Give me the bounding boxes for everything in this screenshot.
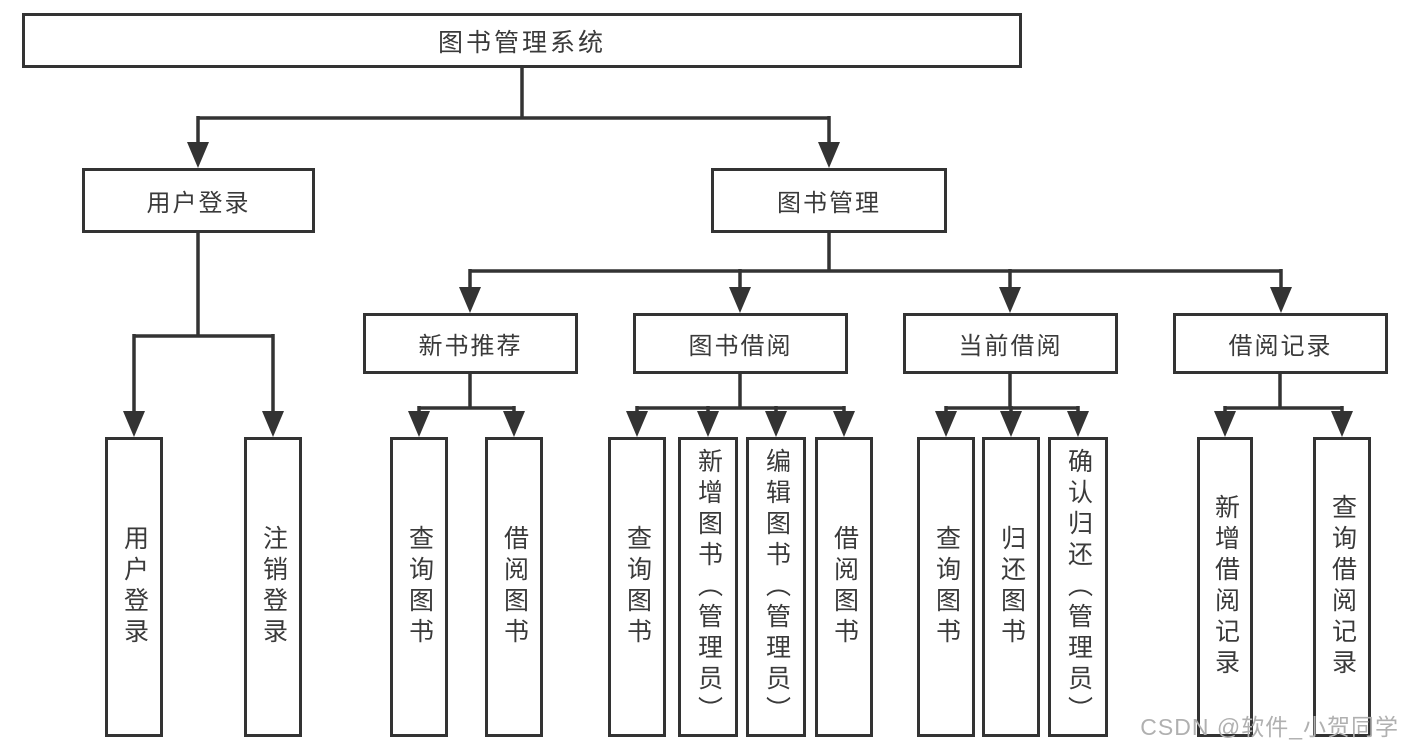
node-label: 查询图书: [623, 525, 652, 649]
node-label: 新增图书（管理员）: [694, 447, 723, 727]
arrowhead: [459, 287, 481, 313]
node-label: 新增借阅记录: [1211, 494, 1240, 680]
node-label: 查询借阅记录: [1328, 494, 1357, 680]
node-label: 当前借阅: [958, 333, 1063, 360]
leaf-add-books-admin: 新增图书（管理员）: [678, 437, 738, 737]
connector-root-to-level2: [196, 68, 831, 150]
arrowhead: [503, 411, 525, 437]
arrowhead: [833, 411, 855, 437]
node-current-borrowing: 当前借阅: [903, 313, 1118, 374]
leaf-return-books: 归还图书: [982, 437, 1040, 737]
arrowhead: [1067, 411, 1089, 437]
node-label: 图书借阅: [688, 333, 793, 360]
arrowhead: [1270, 287, 1292, 313]
node-label: 用户登录: [120, 525, 149, 649]
connector-bookmgmt-to-level3: [468, 233, 1283, 295]
arrowhead: [697, 411, 719, 437]
leaf-logout: 注销登录: [244, 437, 302, 737]
csdn-watermark: CSDN @软件_小贺同学: [1140, 714, 1399, 740]
arrowhead: [408, 411, 430, 437]
arrowhead: [818, 142, 840, 168]
leaf-borrow-books: 借阅图书: [815, 437, 873, 737]
arrowhead: [999, 287, 1021, 313]
leaf-query-borrowing-record: 查询借阅记录: [1313, 437, 1371, 737]
arrowhead: [187, 142, 209, 168]
leaf-query-books-borrowing: 查询图书: [608, 437, 666, 737]
node-label: 查询图书: [405, 525, 434, 649]
node-book-borrowing: 图书借阅: [633, 313, 848, 374]
arrowhead: [729, 287, 751, 313]
node-label: 用户登录: [146, 190, 251, 217]
connector-userlogin-children: [132, 233, 275, 418]
arrowhead: [262, 411, 284, 437]
node-label: 查询图书: [932, 525, 961, 649]
node-label: 图书管理: [777, 190, 881, 217]
arrowhead: [1214, 411, 1236, 437]
connector-borrowrecords-children: [1223, 374, 1344, 420]
leaf-add-borrowing-record: 新增借阅记录: [1197, 437, 1253, 737]
arrowhead: [765, 411, 787, 437]
leaf-borrow-books-recommendation: 借阅图书: [485, 437, 543, 737]
leaf-edit-books-admin: 编辑图书（管理员）: [746, 437, 806, 737]
node-label: 借阅记录: [1228, 333, 1333, 360]
arrowhead: [935, 411, 957, 437]
leaf-user-login: 用户登录: [105, 437, 163, 737]
connector-bookborrow-children: [635, 374, 846, 420]
node-label: 借阅图书: [500, 525, 529, 649]
arrowhead: [1331, 411, 1353, 437]
leaf-query-books-recommendation: 查询图书: [390, 437, 448, 737]
node-book-management: 图书管理: [711, 168, 947, 233]
node-new-book-recommendation: 新书推荐: [363, 313, 578, 374]
node-label: 编辑图书（管理员）: [762, 447, 791, 727]
node-borrowing-records: 借阅记录: [1173, 313, 1388, 374]
node-label: 确认归还（管理员）: [1064, 447, 1093, 727]
arrowhead: [1000, 411, 1022, 437]
arrowhead: [123, 411, 145, 437]
node-library-management-system: 图书管理系统: [22, 13, 1022, 68]
node-label: 注销登录: [259, 525, 288, 649]
node-label: 归还图书: [997, 525, 1026, 649]
node-label: 图书管理系统: [437, 28, 606, 57]
node-label: 借阅图书: [830, 525, 859, 649]
arrowhead: [626, 411, 648, 437]
leaf-confirm-return-admin: 确认归还（管理员）: [1048, 437, 1108, 737]
node-label: 新书推荐: [418, 333, 523, 360]
connector-newbookrec-children: [417, 374, 516, 420]
node-user-login: 用户登录: [82, 168, 315, 233]
leaf-query-books-current: 查询图书: [917, 437, 975, 737]
